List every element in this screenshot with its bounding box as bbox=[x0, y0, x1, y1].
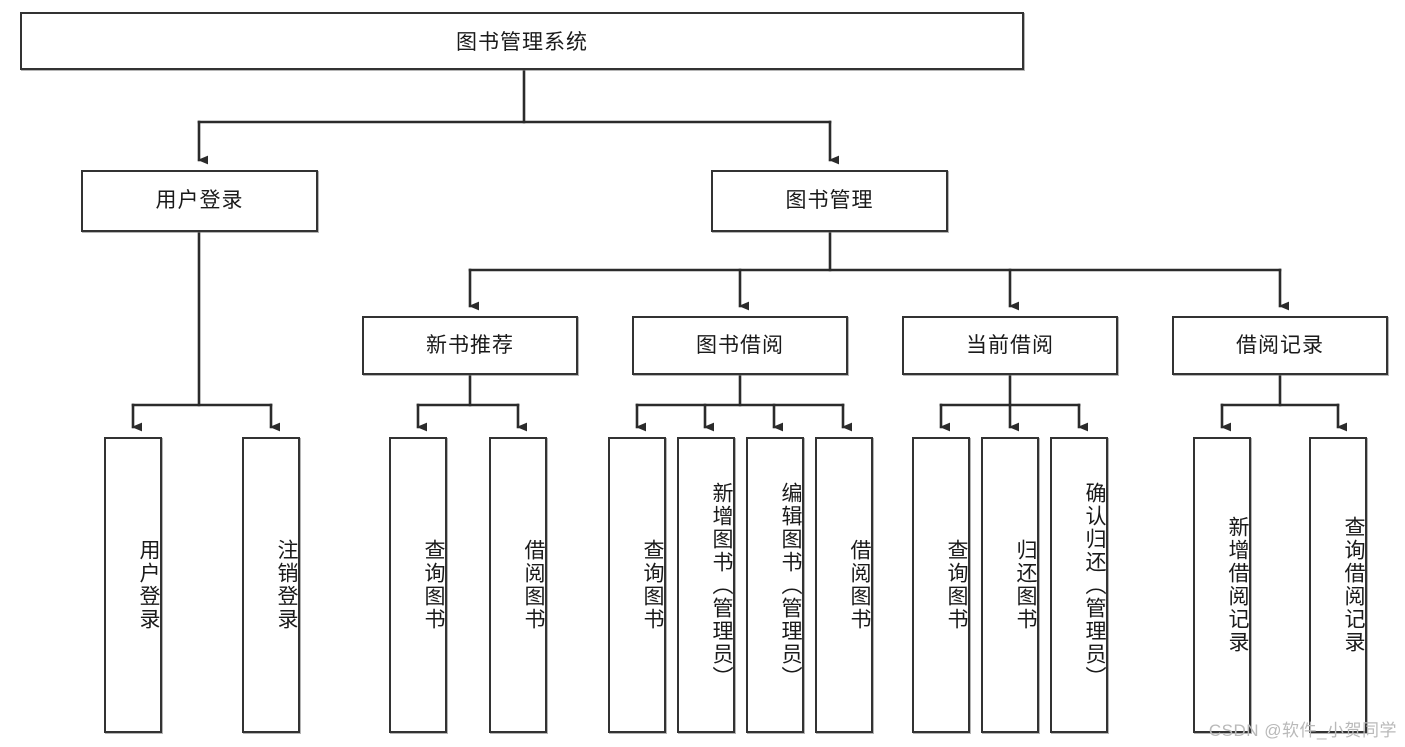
node-label: 新增图书（管理员） bbox=[710, 481, 733, 689]
node-book-borrow[interactable]: 图书借阅 bbox=[632, 316, 848, 375]
node-label: 确认归还（管理员） bbox=[1083, 481, 1106, 689]
node-label: 归还图书 bbox=[1014, 539, 1037, 631]
node-label: 查询图书 bbox=[945, 539, 968, 631]
node-leaf-return-book[interactable]: 归还图书 bbox=[981, 437, 1039, 733]
node-label: 图书借阅 bbox=[696, 333, 784, 357]
node-leaf-query-book-3[interactable]: 查询图书 bbox=[912, 437, 970, 733]
node-label: 当前借阅 bbox=[966, 333, 1054, 357]
node-label: 新增借阅记录 bbox=[1226, 516, 1249, 654]
csdn-watermark: CSDN @软件_小贺同学 bbox=[1208, 721, 1397, 740]
node-leaf-add-book[interactable]: 新增图书（管理员） bbox=[677, 437, 735, 733]
node-label: 图书管理系统 bbox=[456, 31, 588, 54]
node-label: 借阅图书 bbox=[522, 539, 545, 631]
node-leaf-user-login[interactable]: 用户登录 bbox=[104, 437, 162, 733]
node-borrow-record[interactable]: 借阅记录 bbox=[1172, 316, 1388, 375]
node-label: 新书推荐 bbox=[426, 333, 514, 357]
node-label: 借阅记录 bbox=[1236, 333, 1324, 357]
node-leaf-query-book-1[interactable]: 查询图书 bbox=[389, 437, 447, 733]
node-label: 图书管理 bbox=[785, 189, 874, 213]
node-leaf-edit-book[interactable]: 编辑图书（管理员） bbox=[746, 437, 804, 733]
node-new-book-recommend[interactable]: 新书推荐 bbox=[362, 316, 578, 375]
node-leaf-confirm-return[interactable]: 确认归还（管理员） bbox=[1050, 437, 1108, 733]
node-leaf-borrow-book-2[interactable]: 借阅图书 bbox=[815, 437, 873, 733]
node-root-book-management-system[interactable]: 图书管理系统 bbox=[20, 12, 1024, 70]
node-leaf-query-record[interactable]: 查询借阅记录 bbox=[1309, 437, 1367, 733]
node-label: 查询图书 bbox=[422, 539, 445, 631]
node-current-borrow[interactable]: 当前借阅 bbox=[902, 316, 1118, 375]
node-leaf-add-record[interactable]: 新增借阅记录 bbox=[1193, 437, 1251, 733]
node-leaf-user-logout[interactable]: 注销登录 bbox=[242, 437, 300, 733]
node-label: 用户登录 bbox=[155, 189, 244, 213]
node-book-management[interactable]: 图书管理 bbox=[711, 170, 948, 232]
node-label: 注销登录 bbox=[275, 539, 298, 631]
node-label: 查询借阅记录 bbox=[1342, 516, 1365, 654]
node-label: 借阅图书 bbox=[848, 539, 871, 631]
node-user-login[interactable]: 用户登录 bbox=[81, 170, 318, 232]
node-leaf-query-book-2[interactable]: 查询图书 bbox=[608, 437, 666, 733]
node-leaf-borrow-book-1[interactable]: 借阅图书 bbox=[489, 437, 547, 733]
node-label: 用户登录 bbox=[137, 539, 160, 631]
node-label: 查询图书 bbox=[641, 539, 664, 631]
node-label: 编辑图书（管理员） bbox=[779, 481, 802, 689]
